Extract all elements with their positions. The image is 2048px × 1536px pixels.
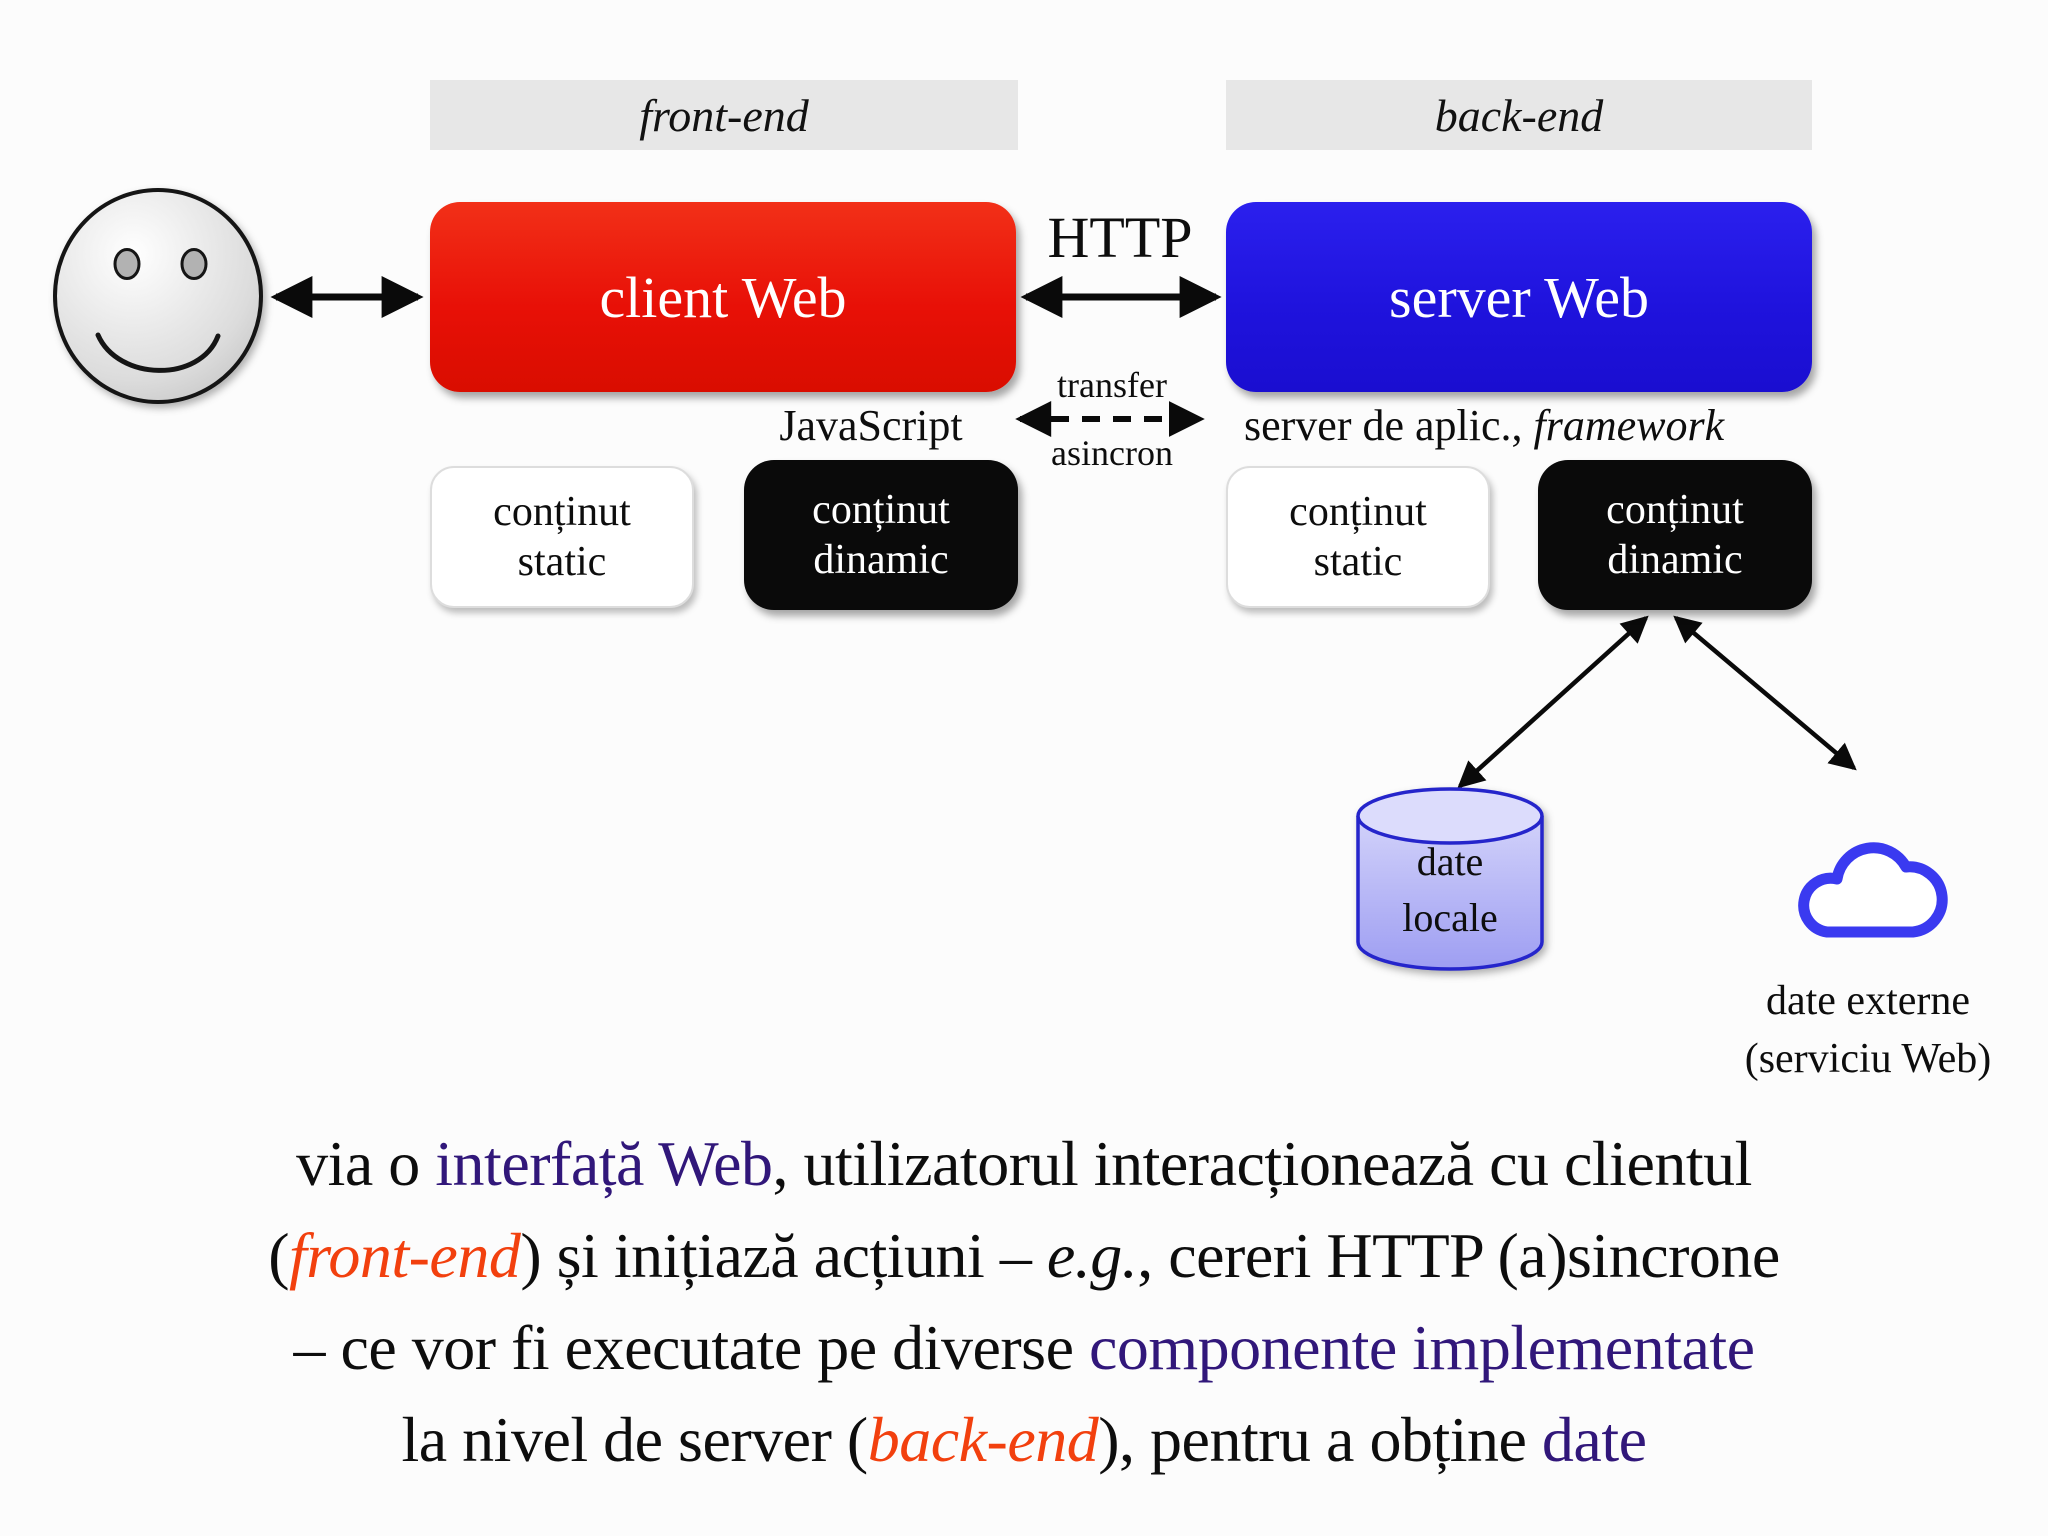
frontend-section-bar: front-end bbox=[430, 80, 1018, 150]
client-web-label: client Web bbox=[599, 264, 847, 330]
server-static-content-box: conținut static bbox=[1226, 466, 1490, 608]
smiley-mouth bbox=[95, 332, 221, 373]
transfer-label: transfer bbox=[1057, 365, 1167, 405]
asincron-label: asincron bbox=[1051, 433, 1173, 473]
caption-paragraph: via o interfață Web, utilizatorul intera… bbox=[0, 1118, 2048, 1486]
database-cylinder-icon bbox=[1356, 787, 1544, 971]
client-web-box: client Web bbox=[430, 202, 1016, 392]
caption-line-1: via o interfață Web, utilizatorul intera… bbox=[296, 1128, 1752, 1199]
frontend-section-label: front-end bbox=[639, 89, 809, 141]
server-web-box: server Web bbox=[1226, 202, 1812, 392]
cloud-icon bbox=[1798, 842, 1948, 938]
javascript-label: JavaScript bbox=[779, 401, 963, 450]
local-data-label: date locale bbox=[1402, 839, 1498, 940]
external-data-label: date externe (serviciu Web) bbox=[1744, 978, 1992, 1082]
caption-line-2: (front-end) și inițiază acțiuni – e.g., … bbox=[268, 1220, 1780, 1291]
content-external-arrow bbox=[1673, 615, 1857, 771]
client-dynamic-content-box: conținut dinamic bbox=[744, 460, 1018, 610]
backend-section-bar: back-end bbox=[1226, 80, 1812, 150]
server-app-label: server de aplic., framework bbox=[1244, 401, 1725, 450]
caption-line-4: la nivel de server (back-end), pentru a … bbox=[401, 1404, 1647, 1475]
content-db-arrow bbox=[1457, 615, 1649, 789]
server-dynamic-content-box: conținut dinamic bbox=[1538, 460, 1812, 610]
caption-line-3: – ce vor fi executate pe diverse compone… bbox=[293, 1312, 1755, 1383]
backend-section-label: back-end bbox=[1434, 89, 1604, 141]
smiley-left-eye bbox=[113, 248, 141, 280]
server-web-label: server Web bbox=[1389, 264, 1649, 330]
smiley-face-icon bbox=[53, 188, 263, 404]
framework-label: framework bbox=[1533, 401, 1725, 450]
smiley-right-eye bbox=[180, 248, 208, 280]
http-label: HTTP bbox=[1047, 205, 1193, 270]
client-static-content-box: conținut static bbox=[430, 466, 694, 608]
